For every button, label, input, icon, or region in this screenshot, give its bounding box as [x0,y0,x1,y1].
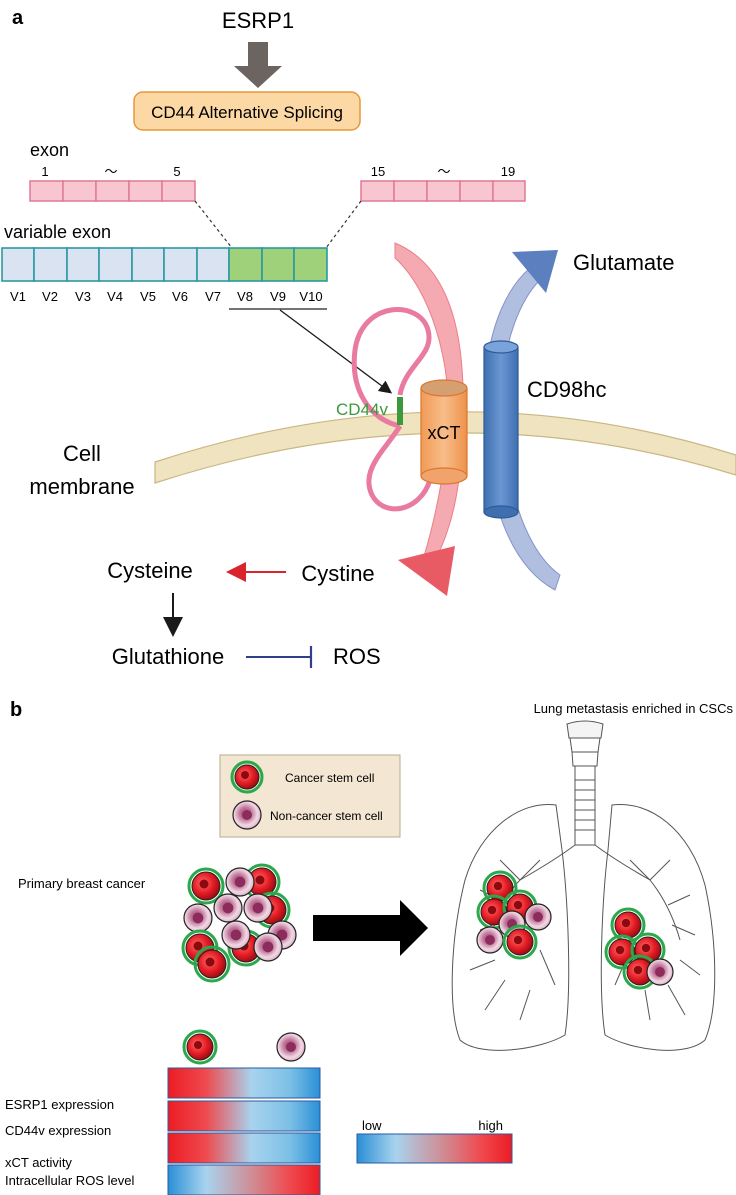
cd44v-loop-lower [366,424,433,512]
variable-exon-v10: V10 [299,289,322,304]
dash-left [194,200,233,249]
cancer-stem-cell [622,954,658,990]
variable-exon-labels: V1 V2 V3 V4 V5 V6 V7 V8 V9 V10 [10,289,323,304]
row-ros-bar [167,1164,321,1195]
scale-bar [356,1133,513,1164]
variable-exon-v5: V5 [140,289,156,304]
bar-non-csc-icon [276,1032,306,1062]
metastasis-arrow [313,900,428,956]
variable-exon-label: variable exon [4,222,111,242]
non-cancer-stem-cell [225,867,255,897]
variable-exon-v3: V3 [75,289,91,304]
non-cancer-stem-cell [646,958,674,986]
dash-right [325,200,362,249]
cd98hc-label: CD98hc [527,377,606,402]
cd44v-label: CD44v [336,400,388,419]
cystine-label: Cystine [301,561,374,586]
xct-label: xCT [428,423,461,443]
cell-membrane-label-line1: Cell [63,441,101,466]
exon-right-15: 15 [371,164,385,179]
v8-v10-to-cd44v-arrow [279,309,393,394]
exon-left-tilde: ～ [104,164,117,179]
row-cd44v-label: CD44v expression [5,1123,111,1138]
legend-csc-label: Cancer stem cell [285,771,374,785]
exon-right-tilde: ～ [437,164,450,179]
variable-exon-bar [1,247,328,282]
lung-left-cell-cluster [476,870,552,960]
ros-label: ROS [333,644,381,669]
glutathione-label: Glutathione [112,644,225,669]
non-cancer-stem-cell [221,920,251,950]
splicing-box [133,91,361,131]
exon-bar-right [360,180,526,202]
cysteine-label: Cysteine [107,558,193,583]
cancer-stem-cell [193,945,231,983]
cell-membrane [154,411,736,484]
row-esrp1-label: ESRP1 expression [5,1097,114,1112]
variable-exon-v8: V8 [237,289,253,304]
cd98hc-cylinder [483,340,519,519]
cancer-stem-cell [187,867,225,905]
exon-left-5: 5 [173,164,180,179]
non-cancer-stem-cell [524,903,552,931]
splicing-box-label: CD44 Alternative Splicing [151,103,343,122]
legend-non-csc-label: Non-cancer stem cell [270,809,383,823]
legend-non-csc-icon [232,800,262,830]
legend-csc-icon [230,760,264,794]
row-ros-label: Intracellular ROS level [5,1173,134,1188]
exon-right-19: 19 [501,164,515,179]
non-cancer-stem-cell [183,903,213,933]
glutamate-label: Glutamate [573,250,675,275]
primary-tumor-cluster [181,863,297,983]
cancer-stem-cell [502,924,538,960]
esrp1-arrow [234,42,282,88]
panel-b-letter: b [10,699,22,721]
cystine-arrow-head [398,546,455,596]
scale-low-label: low [362,1118,382,1133]
non-cancer-stem-cell [213,893,243,923]
lung-title: Lung metastasis enriched in CSCs [534,701,734,716]
cancer-stem-cell [610,907,646,943]
variable-exon-v2: V2 [42,289,58,304]
exon-bar-left [29,180,196,202]
non-cancer-stem-cell [243,893,273,923]
scale-high-label: high [478,1118,503,1133]
lungs-drawing [451,720,716,1051]
bar-csc-icon [182,1029,218,1065]
primary-breast-cancer-label: Primary breast cancer [18,876,146,891]
exon-left-1: 1 [41,164,48,179]
row-esrp1-bar [167,1067,321,1099]
variable-exon-v1: V1 [10,289,26,304]
non-cancer-stem-cell [476,926,504,954]
row-cd44v-bar [167,1100,321,1132]
exon-label: exon [30,140,69,160]
variable-exon-v7: V7 [205,289,221,304]
panel-a-letter: a [12,7,24,29]
cell-membrane-label-line2: membrane [29,474,134,499]
row-xct-bar [167,1132,321,1164]
non-cancer-stem-cell [253,932,283,962]
variable-exon-v6: V6 [172,289,188,304]
variable-exon-v4: V4 [107,289,123,304]
variable-exon-v9: V9 [270,289,286,304]
esrp1-label: ESRP1 [222,8,294,33]
glutamate-arrow-head [512,250,558,293]
row-xct-label: xCT activity [5,1155,72,1170]
xct-cylinder [420,379,468,485]
cd44v-loop [351,307,432,429]
lung-right-cell-cluster [604,907,674,990]
